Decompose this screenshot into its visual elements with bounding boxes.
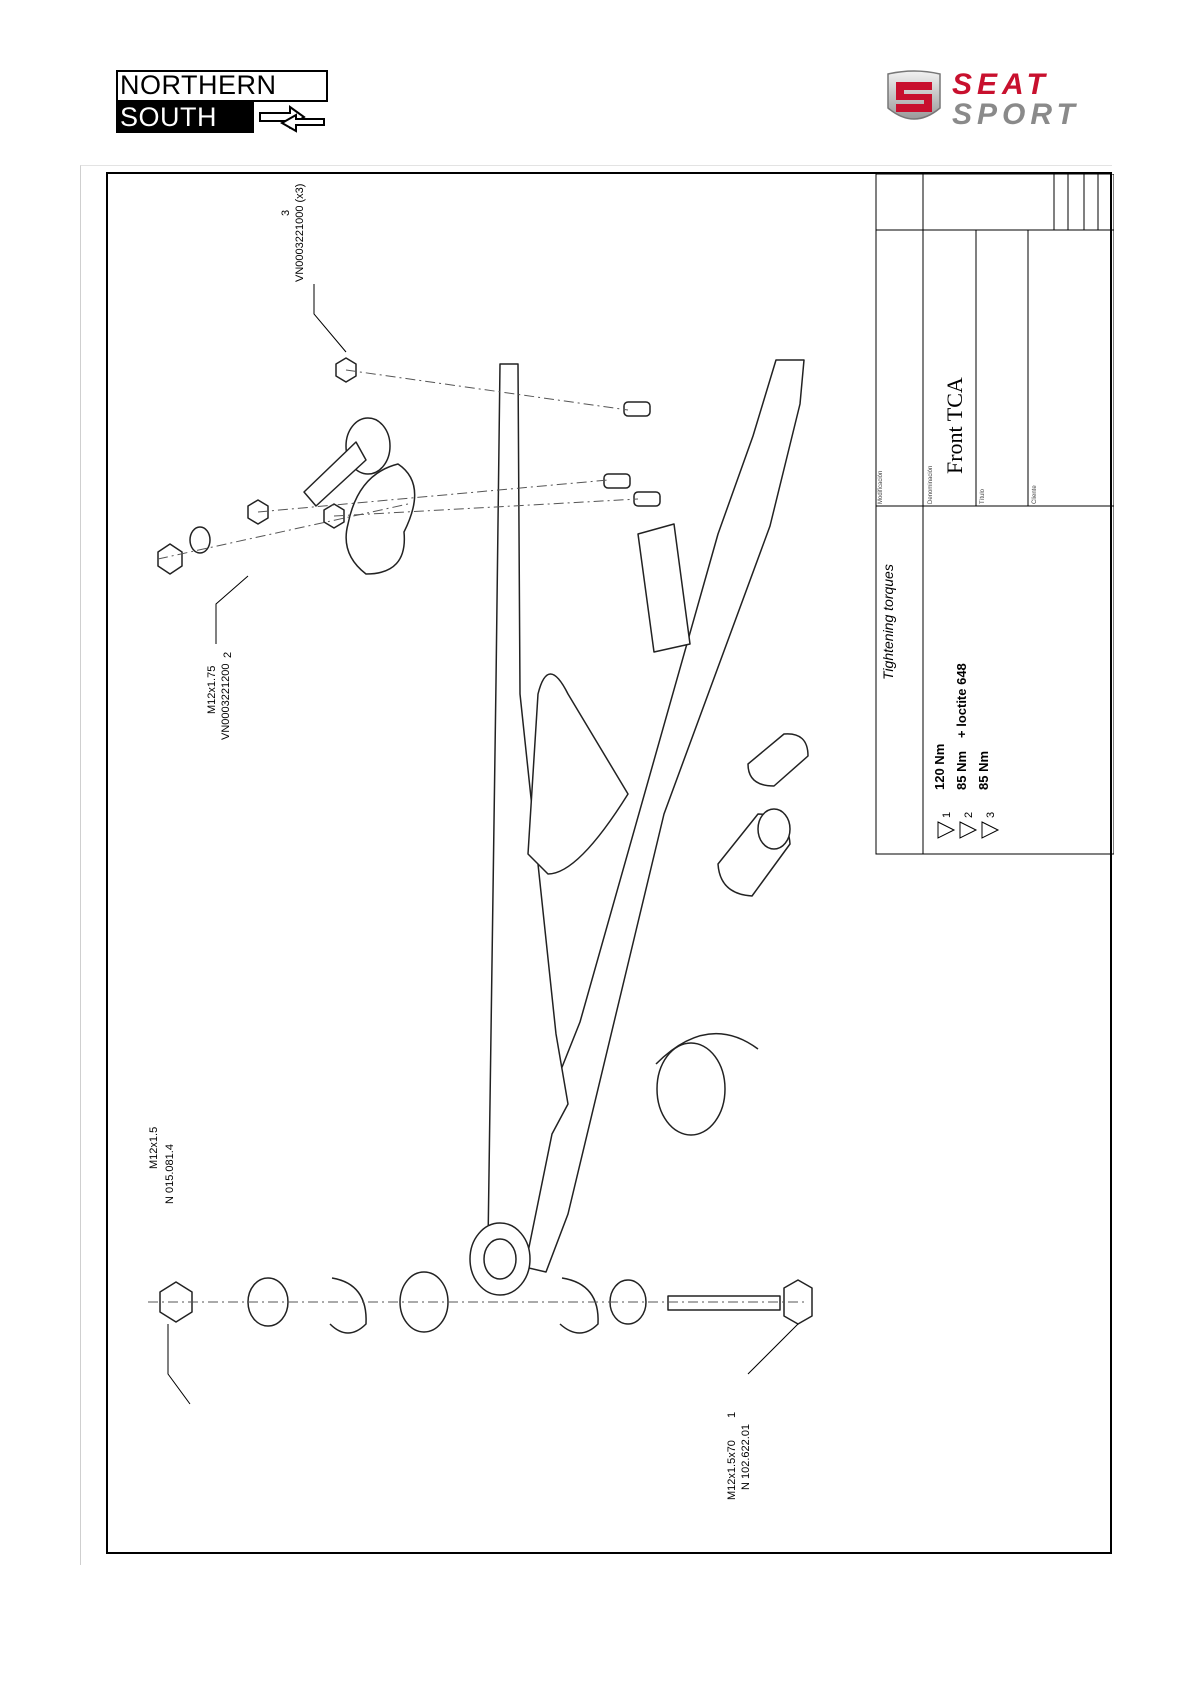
nut-top-large (158, 544, 182, 574)
northern-south-logo: NORTHERN SOUTH (116, 70, 328, 135)
torque-marker-label-3: 3 (985, 812, 998, 818)
seat-sport-logo: SEAT SPORT (880, 68, 1120, 130)
callout-top-nut-marker: 2 (222, 652, 235, 658)
rubber-bush (400, 1272, 448, 1332)
title-block-denomination: Front TCA (942, 377, 968, 474)
callout-bolt-thread: M12x1.5x70 (726, 1440, 739, 1500)
callout-front-nut-part: N 015.081.4 (164, 1144, 177, 1204)
exchange-arrows-icon (256, 103, 328, 135)
callout-front-nut-thread: M12x1.5 (148, 1127, 161, 1169)
bushing-small (748, 734, 808, 786)
callout-bolt-marker: 1 (726, 1412, 739, 1418)
torque-value-3: 85 Nm (976, 751, 991, 790)
circlip-upper (330, 1278, 366, 1333)
ball-joint-flange (346, 464, 415, 574)
circlip-lower (560, 1278, 598, 1333)
torque-note-2: + loctite 648 (954, 663, 969, 738)
callout-ball-joint-marker: 3 (280, 210, 293, 216)
torque-marker-1 (938, 822, 954, 838)
arm-lightening-hole (528, 674, 628, 874)
torque-marker-label-2: 2 (963, 812, 976, 818)
washer-top (190, 527, 210, 553)
logo-line-south: SOUTH (120, 103, 217, 131)
mounting-plate (638, 524, 690, 652)
bolt-shaft (668, 1296, 780, 1310)
front-bushing-ring (657, 1043, 725, 1135)
logo-line-northern: NORTHERN (120, 71, 277, 99)
title-block-label-client: Cliente (1032, 485, 1038, 504)
callout-ball-joint-nut: VN0003221000 (x3) (294, 184, 307, 282)
title-block-label-title: Título (980, 489, 986, 504)
torque-value-1: 120 Nm (932, 744, 947, 790)
callout-top-nut-thread: M12x1.75 (206, 666, 219, 714)
torque-marker-3 (982, 822, 998, 838)
logo-sport-text: SPORT (952, 100, 1080, 130)
torque-value-2: 85 Nm (954, 751, 969, 790)
callout-top-nut-part: VN0003221200 (220, 664, 233, 740)
torque-marker-label-1: 1 (941, 812, 954, 818)
title-block-label-modification: Modificación (878, 471, 884, 504)
callout-bolt-part: N 102.622.01 (740, 1424, 753, 1490)
logo-seat-text: SEAT (952, 70, 1050, 100)
torque-marker-2 (960, 822, 976, 838)
seat-emblem-icon (882, 68, 946, 130)
torque-heading: Tightening torques (880, 564, 896, 680)
drawing-sheet: VN0003221000 (x3) 3 M12x1.75 VN000322120… (106, 172, 1112, 1554)
title-block-label-denomination: Denominación (928, 466, 934, 504)
plate-studs (604, 402, 660, 506)
